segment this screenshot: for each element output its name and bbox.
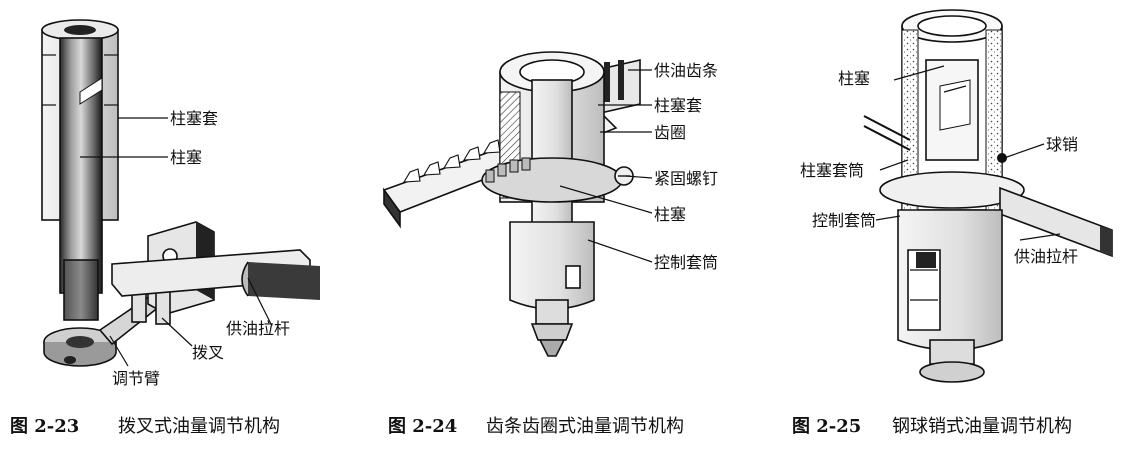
label-plunger-2: 柱塞 <box>654 205 686 224</box>
label-plunger-barrel: 柱塞套筒 <box>800 161 864 180</box>
label-adjusting-arm: 调节臂 <box>112 369 160 388</box>
caption-2-24-number: 图 2-24 <box>388 416 457 437</box>
caption-2-23-number: 图 2-23 <box>10 416 79 437</box>
caption-2-25-title: 钢球销式油量调节机构 <box>892 416 1072 437</box>
caption-2-24-title: 齿条齿圈式油量调节机构 <box>486 416 684 437</box>
figure-2-23-illustration <box>41 19 320 367</box>
label-plunger-sleeve: 柱塞套 <box>170 109 218 128</box>
label-plunger-3: 柱塞 <box>838 69 870 88</box>
figure-2-24-illustration <box>382 51 641 357</box>
fuel-rod-3-shape <box>999 186 1113 258</box>
label-ball-pin: 球销 <box>1046 135 1078 154</box>
label-plunger-sleeve-2: 柱塞套 <box>654 96 702 115</box>
label-control-sleeve-2: 控制套筒 <box>654 253 718 272</box>
label-fork: 拨叉 <box>192 343 224 362</box>
label-plunger: 柱塞 <box>170 148 202 167</box>
label-fuel-rack: 供油齿条 <box>654 61 718 80</box>
caption-2-25-number: 图 2-25 <box>792 416 861 437</box>
label-fuel-rod-3: 供油拉杆 <box>1014 247 1078 266</box>
label-fuel-rod: 供油拉杆 <box>226 319 290 338</box>
plunger-shape <box>59 37 103 294</box>
label-gear-ring: 齿圈 <box>654 123 686 142</box>
control-sleeve-shape <box>509 221 595 310</box>
figure-2-25-illustration <box>863 9 1113 383</box>
caption-2-23-title: 拨叉式油量调节机构 <box>118 416 280 437</box>
label-clamp-screw: 紧固螺钉 <box>654 169 718 188</box>
label-control-sleeve-3: 控制套筒 <box>812 211 876 230</box>
